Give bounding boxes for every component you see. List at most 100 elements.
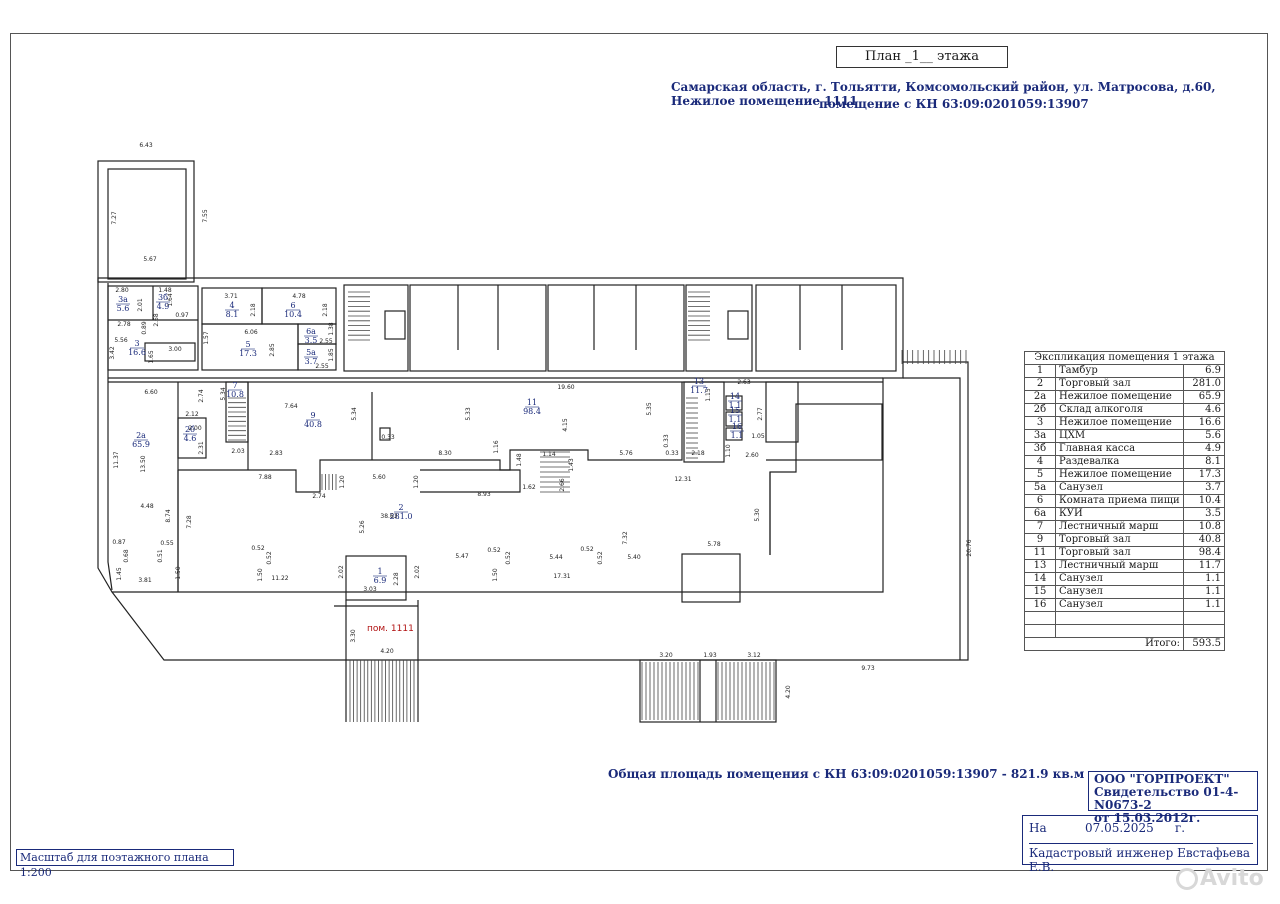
room-label: 710.8: [226, 381, 244, 399]
dimension-label: 5.76: [619, 450, 633, 457]
room-number: 11: [527, 398, 537, 407]
explication-cell-num: 1: [1024, 364, 1056, 378]
dimension-label: 7.28: [186, 515, 193, 529]
explication-cell-name: Склад алкоголя: [1055, 403, 1184, 417]
dimension-label: 1.45: [116, 567, 123, 581]
room-number: 15: [730, 406, 740, 415]
explication-cell-area: 98.4: [1183, 546, 1225, 560]
explication-cell-name: Нежилое помещение: [1055, 390, 1184, 404]
explication-cell-num: 7: [1024, 520, 1056, 534]
dimension-label: 1.50: [257, 568, 264, 582]
dimension-label: 0.51: [157, 549, 164, 563]
room-number: 6а: [306, 327, 316, 336]
room-area: 11.7: [690, 386, 708, 395]
room-number: 14: [730, 392, 740, 401]
dimension-label: 5.67: [143, 256, 157, 263]
dimension-label: 1.50: [175, 566, 182, 580]
room-area: 16.6: [128, 348, 146, 357]
stamp-date: 07.05.2025: [1085, 821, 1154, 835]
room-label: 2б4.6: [183, 425, 197, 443]
dimension-label: 0.55: [160, 540, 174, 547]
room-number: 6: [290, 301, 295, 310]
dimension-label: 20.76: [966, 539, 973, 556]
org-date: от 15.03.2012г.: [1094, 811, 1201, 825]
room-number: 1: [377, 567, 382, 576]
explication-cell-num: 3а: [1024, 429, 1056, 443]
room-number: 5: [245, 340, 250, 349]
explication-cell-name: Торговый зал: [1055, 377, 1184, 391]
room-label: 6а3.5: [304, 327, 318, 345]
dimension-label: 0.97: [175, 312, 189, 319]
dimension-label: 0.33: [665, 450, 679, 457]
dimension-label: 5.26: [359, 520, 366, 534]
dimension-label: 2.01: [137, 298, 144, 312]
room-label: 940.8: [304, 411, 322, 429]
room-area: 3.5: [305, 336, 318, 345]
dimension-label: 2.55: [319, 338, 333, 345]
dimension-label: 0.89: [141, 321, 148, 335]
dimension-label: 5.60: [372, 474, 386, 481]
room-label: 151.1: [728, 406, 742, 424]
room-number: 7: [232, 381, 237, 390]
explication-cell-name: КУИ: [1055, 507, 1184, 521]
dimension-label: 6.60: [144, 389, 158, 396]
explication-cell-num: 6: [1024, 494, 1056, 508]
dimension-label: 0.52: [487, 547, 501, 554]
dimension-label: 3.20: [659, 652, 673, 659]
dimension-label: 5.47: [455, 553, 469, 560]
room-area: 281.0: [390, 512, 413, 521]
dimension-label: 4.20: [380, 648, 394, 655]
dimension-label: 1.50: [492, 568, 499, 582]
room-label: 161.1: [730, 422, 744, 440]
engineer-name: Кадастровый инженер Евстафьева Е.В.: [1029, 843, 1253, 874]
dimension-label: 2.60: [745, 452, 759, 459]
room-area: 40.8: [304, 420, 322, 429]
room-number: 2б: [185, 425, 195, 434]
dimension-label: 2.18: [322, 303, 329, 317]
dimension-label: 8.30: [438, 450, 452, 457]
explication-cell-area: 40.8: [1183, 533, 1225, 547]
dimension-label: 19.60: [557, 384, 574, 391]
dimension-label: 9.73: [861, 665, 875, 672]
dimension-label: 2.03: [231, 448, 245, 455]
dimension-label: 2.02: [338, 565, 345, 579]
explication-cell-name: Лестничный марш: [1055, 520, 1184, 534]
explication-cell-name: Главная касса: [1055, 442, 1184, 456]
explication-cell-num: 13: [1024, 559, 1056, 573]
explication-empty-row: [1024, 611, 1225, 625]
explication-cell-name: Лестничный марш: [1055, 559, 1184, 573]
dimension-label: 5.44: [549, 554, 563, 561]
explication-cell-name: ЦХМ: [1055, 429, 1184, 443]
premises-label: пом. 1111: [367, 624, 414, 634]
room-label: 316.6: [128, 339, 146, 357]
dimension-label: 3.00: [168, 346, 182, 353]
room-number: 13: [694, 377, 704, 386]
dimension-label: 2.63: [737, 379, 751, 386]
explication-cell-name: Санузел: [1055, 572, 1184, 586]
explication-cell-area: 281.0: [1183, 377, 1225, 391]
building-outline: [97, 277, 904, 593]
dimension-label: 2.74: [198, 389, 205, 403]
room-label: 16.9: [373, 567, 387, 585]
dimension-label: 1.20: [413, 475, 420, 489]
total-value: 593.5: [1183, 637, 1225, 651]
explication-cell-area: 4.6: [1183, 403, 1225, 417]
dimension-label: 5.33: [465, 407, 472, 421]
room-area: 17.3: [239, 349, 257, 358]
avito-logo-icon: [1176, 868, 1198, 890]
dimension-label: 38.63: [380, 513, 397, 520]
dimension-label: 1.16: [493, 440, 500, 454]
explication-cell-name: Тамбур: [1055, 364, 1184, 378]
explication-cell-num: 2б: [1024, 403, 1056, 417]
dimension-label: 7.88: [258, 474, 272, 481]
